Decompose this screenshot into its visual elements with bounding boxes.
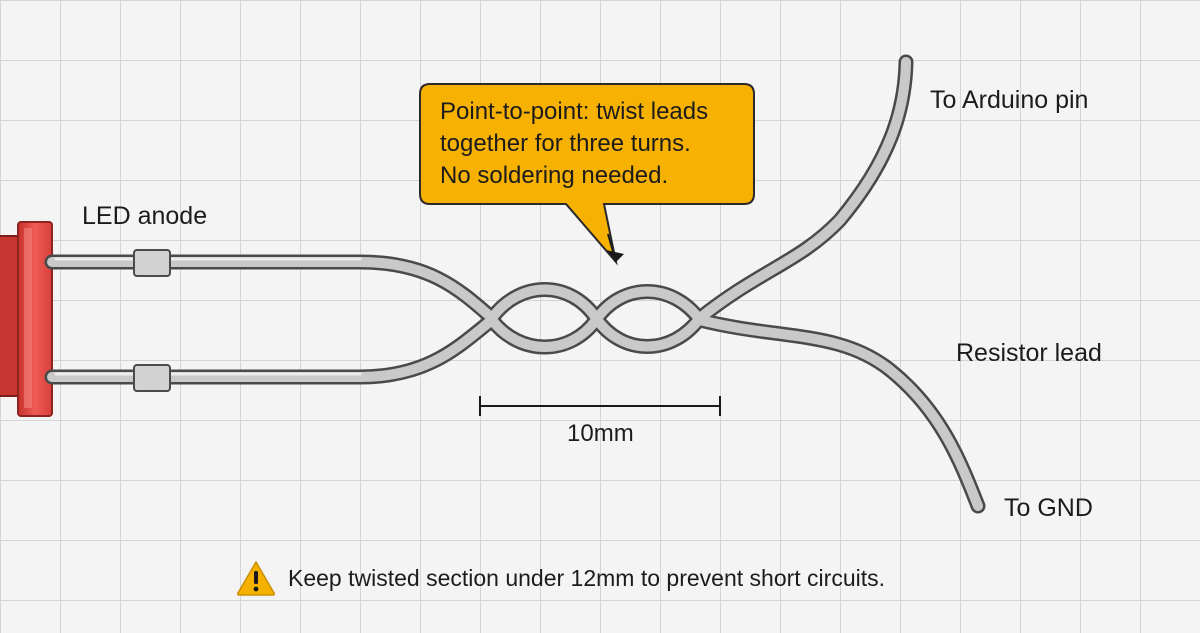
to-gnd-label: To GND [1004, 494, 1093, 522]
callout-line-1: Point-to-point: twist leads [440, 98, 709, 125]
callout-text: Point-to-point: twist leads together for… [420, 84, 754, 204]
led-bottom-lead [47, 315, 497, 382]
warning-triangle-icon [236, 561, 276, 596]
callout-arrow [606, 233, 624, 263]
callout-line-3: No soldering needed. [440, 162, 669, 189]
warning-note: Keep twisted section under 12mm to preve… [236, 558, 885, 598]
warning-text: Keep twisted section under 12mm to preve… [288, 564, 886, 591]
twist-strand-b [487, 286, 705, 352]
arduino-wire [695, 57, 911, 323]
dimension-label: 10mm [567, 420, 634, 447]
callout-line-2: together for three turns. [440, 130, 691, 157]
to-arduino-label: To Arduino pin [930, 86, 1089, 114]
callout-bubble [419, 83, 755, 266]
lead-band-top [133, 249, 171, 277]
lead-band-bottom [133, 364, 171, 392]
led-body [0, 221, 53, 417]
resistor-lead-label: Resistor lead [956, 339, 1102, 367]
led-top-lead [47, 257, 497, 323]
led-anode-label: LED anode [82, 202, 208, 230]
dimension-line [479, 396, 721, 416]
resistor-lead [695, 315, 983, 511]
